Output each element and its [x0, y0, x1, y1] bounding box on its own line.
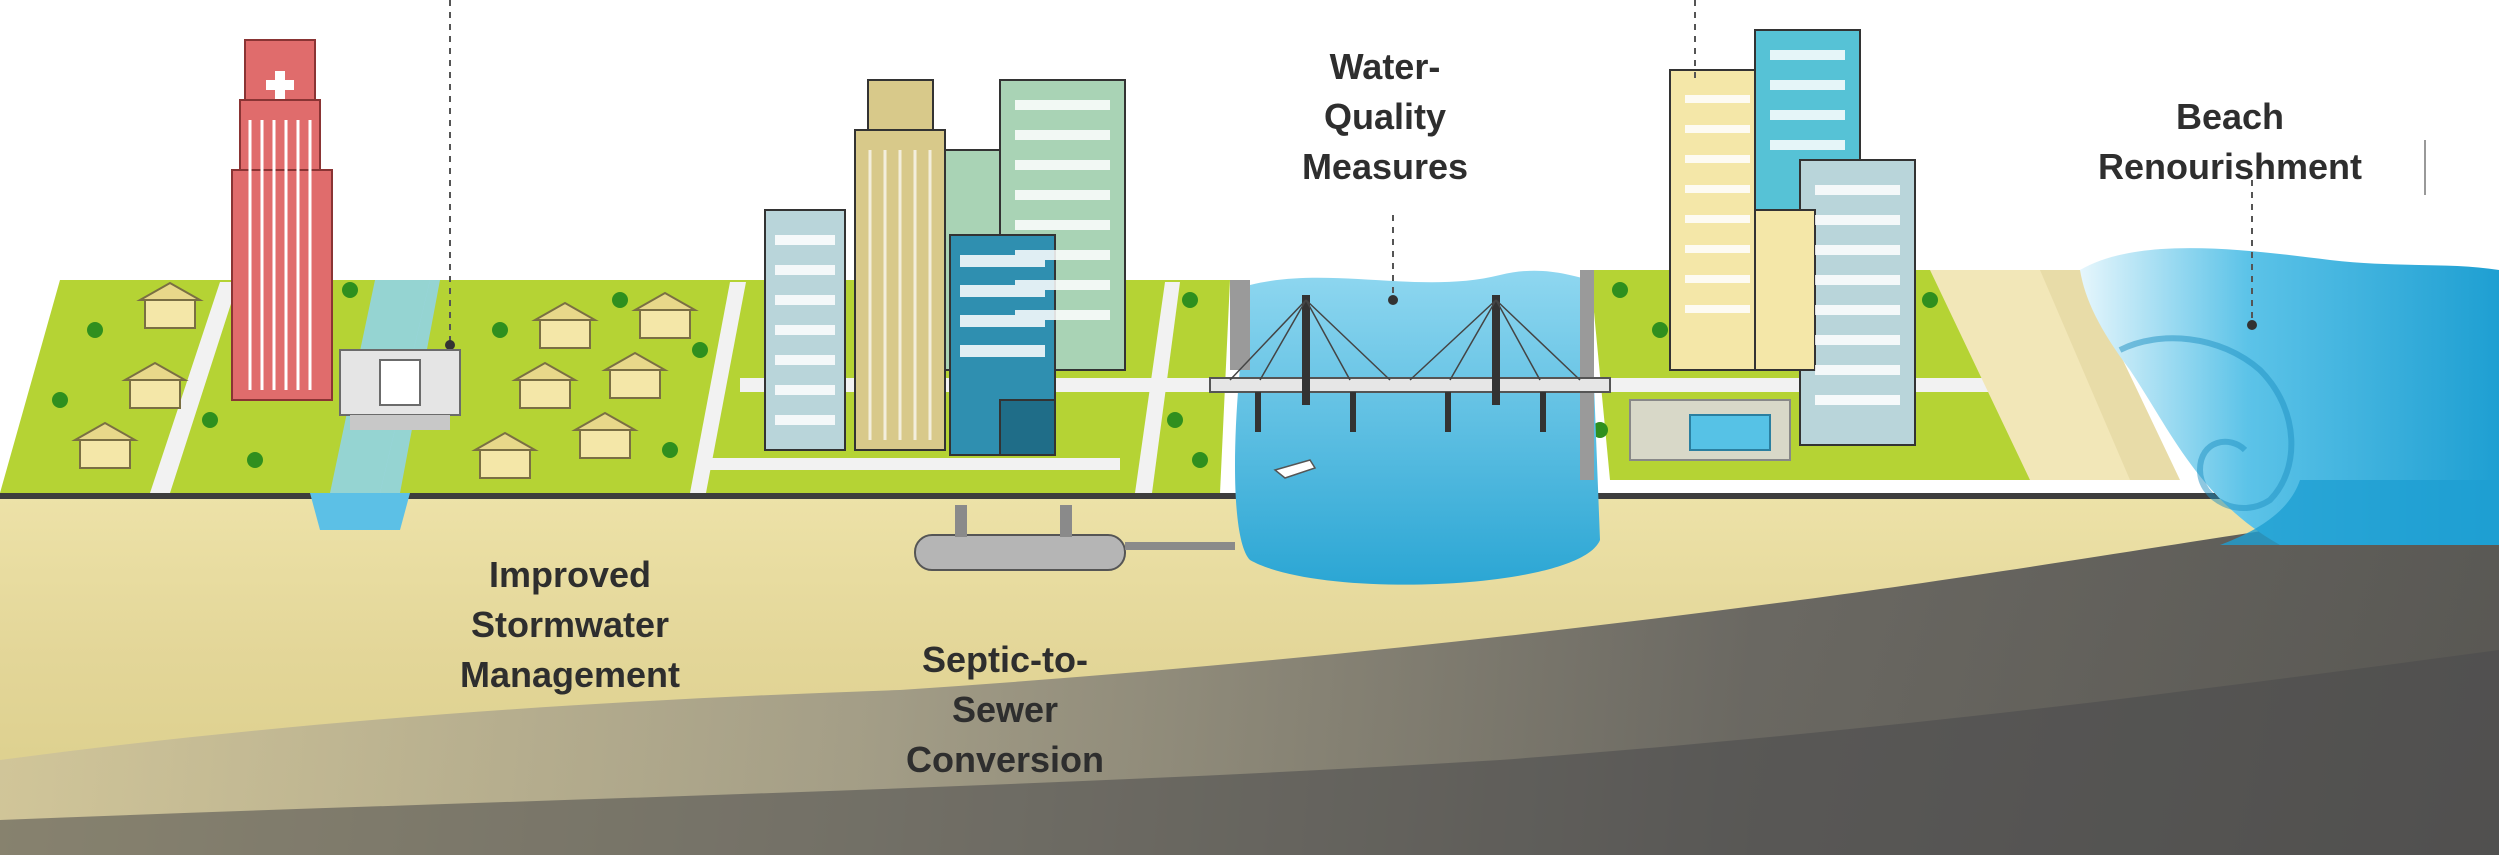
beach-strip — [1930, 270, 2180, 480]
label-line: Conversion — [905, 739, 1105, 780]
label-line: Management — [459, 654, 681, 695]
cable-stayed-bridge — [1209, 215, 1611, 479]
label-line: Sewer — [951, 689, 1059, 730]
bay-water — [1230, 270, 1600, 585]
waterfront-tower-windows — [1685, 50, 1900, 405]
label-line: Quality — [1323, 96, 1447, 137]
label-improved-stormwater-management: Improved Stormwater Management — [440, 550, 700, 700]
septic-tanks — [914, 505, 1235, 571]
label-septic-to-sewer-conversion: Septic-to- Sewer Conversion — [880, 635, 1130, 785]
ground-cross-section — [0, 493, 2499, 855]
label-line: Measures — [1301, 146, 1469, 187]
tower-stripes — [868, 150, 932, 440]
tower-windows — [775, 100, 1110, 425]
label-beach-renourishment: Beach Renourishment — [2060, 92, 2400, 192]
houses-left — [71, 281, 699, 479]
label-line: Stormwater — [470, 604, 670, 645]
label-line: Improved — [488, 554, 652, 595]
hospital-tower — [231, 39, 333, 401]
label-line: Septic-to- — [922, 639, 1088, 680]
cross-icon — [266, 71, 294, 99]
stormwater-treatment-unit — [339, 349, 461, 430]
ocean-wave — [2080, 140, 2499, 545]
label-water-quality-measures: Water- Quality Measures — [1280, 42, 1490, 192]
label-line: Water- — [1329, 46, 1441, 87]
swimming-pool — [1629, 399, 1791, 461]
label-line: Renourishment — [2097, 146, 2363, 187]
label-line: Beach — [2175, 96, 2285, 137]
